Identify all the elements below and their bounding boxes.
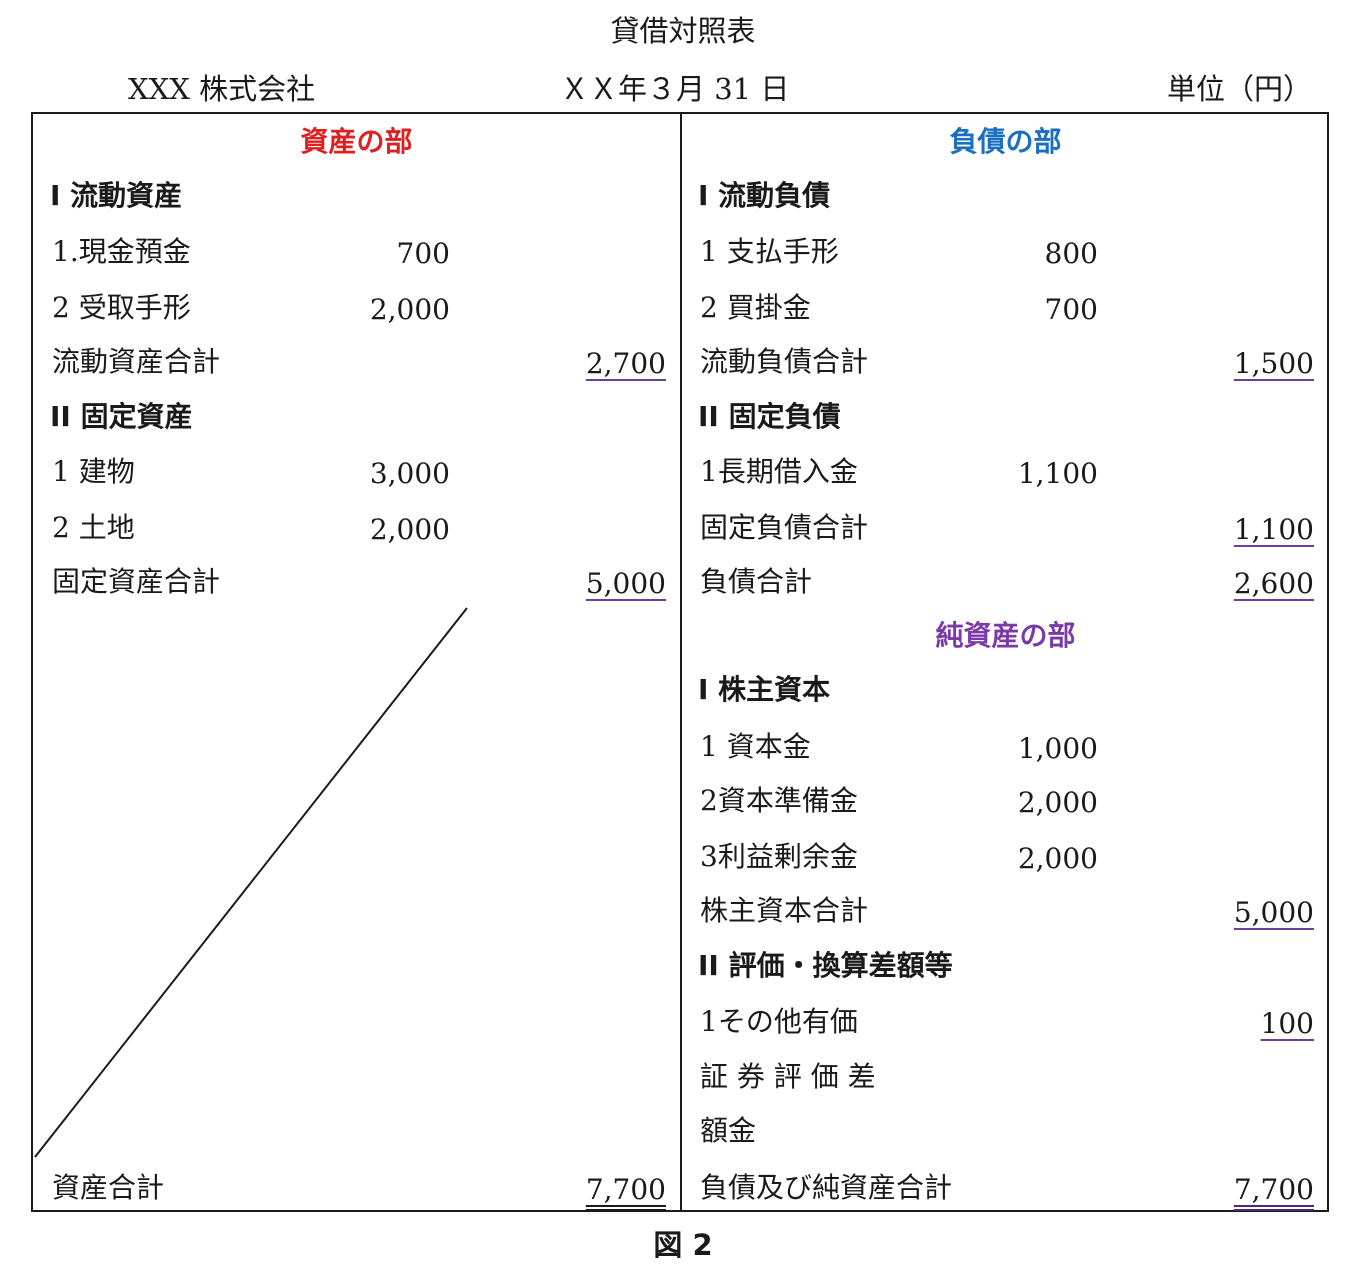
fixed-assets-total-label: 固定資産合計 bbox=[52, 565, 221, 598]
figure-caption: 図 2 bbox=[653, 1228, 713, 1262]
grand-total-label: 負債及び純資産合計 bbox=[700, 1171, 953, 1204]
accounts-payable-label: 2 買掛金 bbox=[700, 291, 811, 324]
shareholders-equity-heading: I 株主資本 bbox=[698, 673, 831, 706]
total-liabilities-value: 2,600 bbox=[1233, 567, 1314, 600]
fixed-liabilities-total-label: 固定負債合計 bbox=[700, 511, 869, 544]
capital-stock-label: 1 資本金 bbox=[700, 730, 811, 763]
securities-valuation-value: 100 bbox=[1260, 1007, 1314, 1040]
notes-receivable-value: 2,000 bbox=[369, 293, 450, 326]
capital-stock-value: 1,000 bbox=[1017, 732, 1098, 765]
valuation-adjustments-heading: II 評価・換算差額等 bbox=[698, 949, 953, 982]
current-assets-heading: I 流動資産 bbox=[50, 179, 183, 212]
grand-total-value: 7,700 bbox=[1233, 1173, 1314, 1206]
document-title: 貸借対照表 bbox=[610, 14, 756, 48]
equity-total-value: 5,000 bbox=[1233, 896, 1314, 929]
accounts-payable-value: 700 bbox=[1044, 293, 1098, 326]
longterm-borrowing-value: 1,100 bbox=[1017, 457, 1098, 490]
building-value: 3,000 bbox=[369, 457, 450, 490]
current-assets-total-label: 流動資産合計 bbox=[52, 345, 221, 378]
current-assets-total-value: 2,700 bbox=[585, 347, 666, 380]
notes-payable-value: 800 bbox=[1044, 237, 1098, 270]
assets-section-title: 資産の部 bbox=[300, 125, 413, 158]
retained-earnings-value: 2,000 bbox=[1017, 842, 1098, 875]
securities-valuation-label-line3: 額金 bbox=[700, 1114, 757, 1147]
current-liabilities-total-value: 1,500 bbox=[1233, 347, 1314, 380]
fixed-liabilities-heading: II 固定負債 bbox=[698, 400, 841, 433]
current-liabilities-heading: I 流動負債 bbox=[698, 179, 831, 212]
land-label: 2 土地 bbox=[52, 511, 135, 544]
total-assets-label: 資産合計 bbox=[52, 1171, 165, 1204]
current-liabilities-total-label: 流動負債合計 bbox=[700, 345, 869, 378]
retained-earnings-label: 3利益剰余金 bbox=[700, 840, 858, 873]
equity-total-label: 株主資本合計 bbox=[700, 894, 869, 927]
notes-payable-label: 1 支払手形 bbox=[700, 235, 839, 268]
land-value: 2,000 bbox=[369, 513, 450, 546]
column-divider bbox=[680, 112, 682, 1212]
fixed-liabilities-total-value: 1,100 bbox=[1233, 513, 1314, 546]
company-name: XXX 株式会社 bbox=[128, 72, 316, 106]
statement-date: ＸＸ年３月 31 日 bbox=[560, 72, 790, 106]
blank-space-slash bbox=[34, 607, 468, 1158]
fixed-assets-total-value: 5,000 bbox=[585, 567, 666, 600]
longterm-borrowing-label: 1長期借入金 bbox=[700, 455, 858, 488]
net-assets-section-title: 純資産の部 bbox=[935, 619, 1076, 652]
cash-value: 700 bbox=[396, 237, 450, 270]
cash-label: 1.現金預金 bbox=[52, 235, 191, 268]
capital-reserve-label: 2資本準備金 bbox=[700, 784, 858, 817]
liabilities-section-title: 負債の部 bbox=[949, 125, 1062, 158]
fixed-assets-heading: II 固定資産 bbox=[50, 400, 193, 433]
capital-reserve-value: 2,000 bbox=[1017, 786, 1098, 819]
currency-unit: 単位（円） bbox=[1166, 72, 1312, 106]
total-assets-value: 7,700 bbox=[585, 1173, 666, 1206]
total-liabilities-label: 負債合計 bbox=[700, 565, 813, 598]
securities-valuation-label-line1: 1その他有価 bbox=[700, 1005, 858, 1038]
notes-receivable-label: 2 受取手形 bbox=[52, 291, 191, 324]
building-label: 1 建物 bbox=[52, 455, 135, 488]
securities-valuation-label-line2: 証 券 評 価 差 bbox=[700, 1060, 876, 1093]
